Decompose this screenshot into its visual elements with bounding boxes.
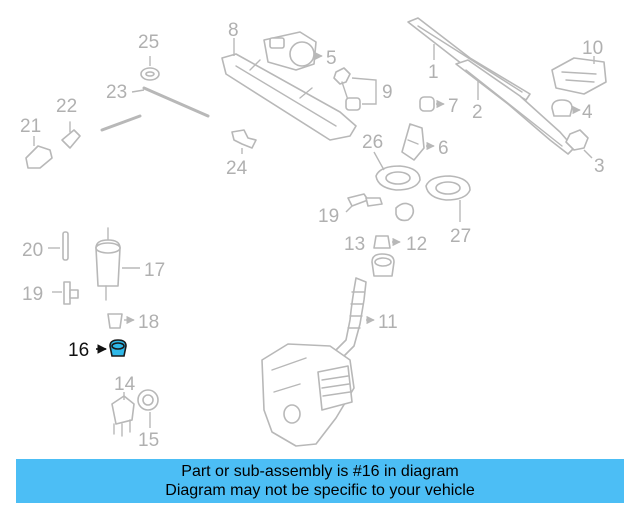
wiper-linkage-part-8 xyxy=(221,38,357,141)
wiper-arm-part-1 xyxy=(407,17,531,101)
grommet-part-25 xyxy=(140,56,160,81)
callout-7: 7 xyxy=(448,96,459,117)
hose-connector-part-19-lower xyxy=(52,281,79,305)
washer-pump-part-17 xyxy=(95,227,140,301)
hose-connector-part-19-upper xyxy=(345,193,383,213)
callout-10: 10 xyxy=(582,38,603,59)
wiper-motor-part-5 xyxy=(263,31,323,71)
callout-15: 15 xyxy=(138,430,159,451)
callout-16-highlighted: 16 xyxy=(68,340,89,361)
callout-13: 13 xyxy=(344,234,365,255)
bracket-part-6 xyxy=(401,123,435,161)
nozzle-part-21 xyxy=(25,136,53,169)
filler-cap-part-12 xyxy=(373,235,401,249)
connector-part-14 xyxy=(111,392,135,437)
banner-line-part-number: Part or sub-assembly is #16 in diagram xyxy=(181,463,459,480)
seal-part-18 xyxy=(107,313,135,329)
callout-20: 20 xyxy=(22,240,43,261)
exploded-parts-diagram: 1 2 3 4 5 6 7 8 9 10 11 12 13 14 15 16 1… xyxy=(20,17,607,451)
callout-3: 3 xyxy=(594,156,605,177)
callout-2: 2 xyxy=(472,102,483,123)
callout-9: 9 xyxy=(382,82,393,103)
callout-17: 17 xyxy=(144,260,165,281)
filler-neck-part-13 xyxy=(371,202,415,277)
nozzle-cover-part-27 xyxy=(425,175,471,222)
callout-18: 18 xyxy=(138,312,159,333)
grommet-part-15 xyxy=(137,389,159,428)
grommet-part-7 xyxy=(419,96,445,112)
washer-reservoir-tank xyxy=(261,343,355,447)
bolt-part-9 xyxy=(333,67,377,111)
callout-27: 27 xyxy=(450,226,471,247)
callout-23: 23 xyxy=(106,82,127,103)
pipe-part-20 xyxy=(48,231,69,261)
banner-line-disclaimer: Diagram may not be specific to your vehi… xyxy=(165,482,475,499)
callout-6: 6 xyxy=(438,138,449,159)
callout-8: 8 xyxy=(228,20,239,41)
rod-part-23 xyxy=(100,86,210,132)
info-banner: Part or sub-assembly is #16 in diagram D… xyxy=(16,459,624,503)
cap-part-4 xyxy=(551,99,581,117)
callout-14: 14 xyxy=(114,374,136,395)
filler-hose-part-11 xyxy=(333,277,375,359)
callout-4: 4 xyxy=(582,102,593,123)
callout-25: 25 xyxy=(138,32,159,53)
elbow-part-24 xyxy=(231,129,257,154)
callout-19-upper: 19 xyxy=(318,206,339,227)
callout-12: 12 xyxy=(406,234,427,255)
cowl-module-part-10 xyxy=(551,56,607,95)
callout-24: 24 xyxy=(226,158,248,179)
nut-part-3 xyxy=(565,129,593,159)
callout-21: 21 xyxy=(20,116,41,137)
callout-22: 22 xyxy=(56,96,77,117)
callout-26: 26 xyxy=(362,132,383,153)
connector-part-22 xyxy=(61,121,81,149)
callout-1: 1 xyxy=(428,62,439,83)
grommet-part-16 xyxy=(96,339,127,357)
callout-5: 5 xyxy=(326,48,337,69)
callout-11: 11 xyxy=(378,312,398,333)
callout-numbers: 1 2 3 4 5 6 7 8 9 10 11 12 13 14 15 16 1… xyxy=(20,20,605,451)
callout-19-lower: 19 xyxy=(22,284,43,305)
nozzle-cover-part-26 xyxy=(373,151,421,191)
